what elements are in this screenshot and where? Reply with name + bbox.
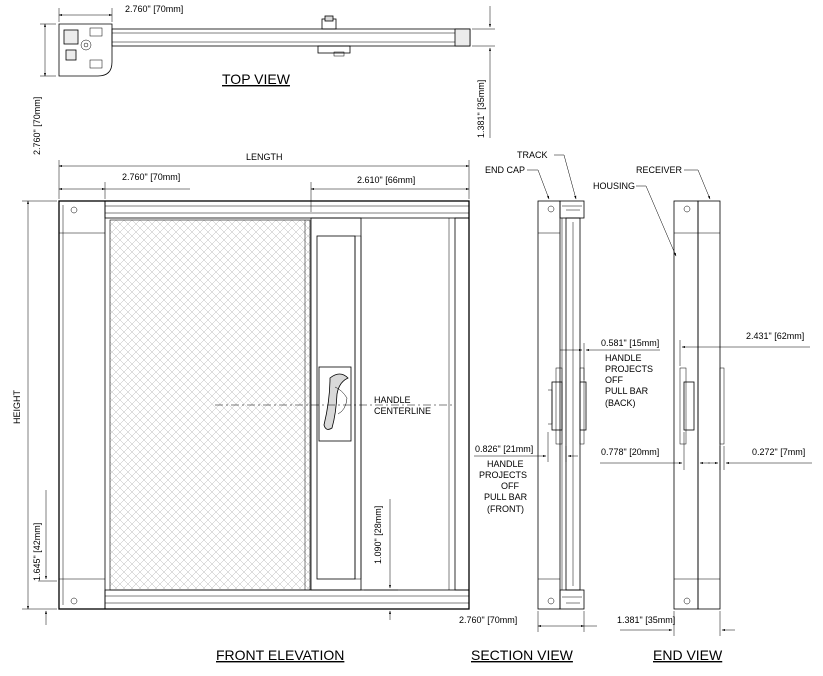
- end-view: RECEIVER HOUSING 2.431" [62mm] 0.778" [2…: [593, 165, 812, 663]
- label-back-note-3: OFF: [605, 375, 623, 385]
- label-front-note-3: OFF: [501, 481, 519, 491]
- dim-end-left-mid: 0.778" [20mm]: [601, 447, 659, 457]
- dim-front-bottom-height: 1.645" [42mm]: [32, 523, 42, 581]
- dim-section-front: 0.826" [21mm]: [475, 444, 533, 454]
- dim-top-right-height: 1.381" [35mm]: [476, 80, 486, 138]
- label-back-note-1: HANDLE: [605, 353, 642, 363]
- dim-handle-bottom-height: 1.090" [28mm]: [373, 506, 383, 564]
- dim-length: LENGTH: [246, 152, 283, 162]
- front-elevation: LENGTH 2.760" [70mm] 2.610" [66mm] HEIGH…: [12, 152, 470, 663]
- label-front-note-2: PROJECTS: [479, 470, 527, 480]
- top-view-end-cap: [58, 23, 113, 77]
- top-view-rail: [111, 28, 471, 47]
- label-back-note-5: (BACK): [605, 398, 636, 408]
- front-left-housing: [58, 200, 106, 610]
- label-track: TRACK: [517, 150, 548, 160]
- dim-end-bottom: 1.381" [35mm]: [617, 615, 675, 625]
- label-end-cap: END CAP: [485, 165, 525, 175]
- dim-end-right-top: 2.431" [62mm]: [746, 331, 804, 341]
- front-handle: [318, 366, 352, 442]
- label-back-note-4: PULL BAR: [605, 386, 649, 396]
- title-section-view: SECTION VIEW: [471, 647, 574, 663]
- section-track: [559, 200, 585, 219]
- label-handle-centerline-1: HANDLE: [374, 395, 411, 405]
- dim-end-right-mid: 0.272" [7mm]: [752, 447, 805, 457]
- section-view: TRACK END CAP 0.581" [15mm] HANDLE PROJE…: [459, 150, 660, 663]
- label-handle-centerline-2: CENTERLINE: [374, 406, 431, 416]
- dim-section-bottom: 2.760" [70mm]: [459, 615, 517, 625]
- label-receiver: RECEIVER: [636, 165, 683, 175]
- dim-section-back: 0.581" [15mm]: [601, 338, 659, 348]
- label-front-note-5: (FRONT): [487, 504, 524, 514]
- label-front-note-4: PULL BAR: [484, 492, 528, 502]
- label-back-note-2: PROJECTS: [605, 364, 653, 374]
- front-mesh-screen: [109, 219, 311, 591]
- title-end-view: END VIEW: [653, 647, 723, 663]
- dim-height: HEIGHT: [12, 389, 22, 424]
- dim-top-width: 2.760" [70mm]: [125, 4, 183, 14]
- dim-front-right-width: 2.610" [66mm]: [357, 175, 415, 185]
- dim-front-left-width: 2.760" [70mm]: [122, 172, 180, 182]
- end-receiver: [697, 200, 721, 610]
- dim-top-left-height: 2.760" [70mm]: [32, 97, 42, 155]
- title-top-view: TOP VIEW: [222, 71, 291, 87]
- label-front-note-1: HANDLE: [487, 459, 524, 469]
- label-housing: HOUSING: [593, 181, 635, 191]
- top-view: 2.760" [70mm] 2.760" [70mm] 1.381" [35mm…: [32, 4, 495, 155]
- section-end-cap: [537, 200, 561, 610]
- title-front-elevation: FRONT ELEVATION: [216, 647, 344, 663]
